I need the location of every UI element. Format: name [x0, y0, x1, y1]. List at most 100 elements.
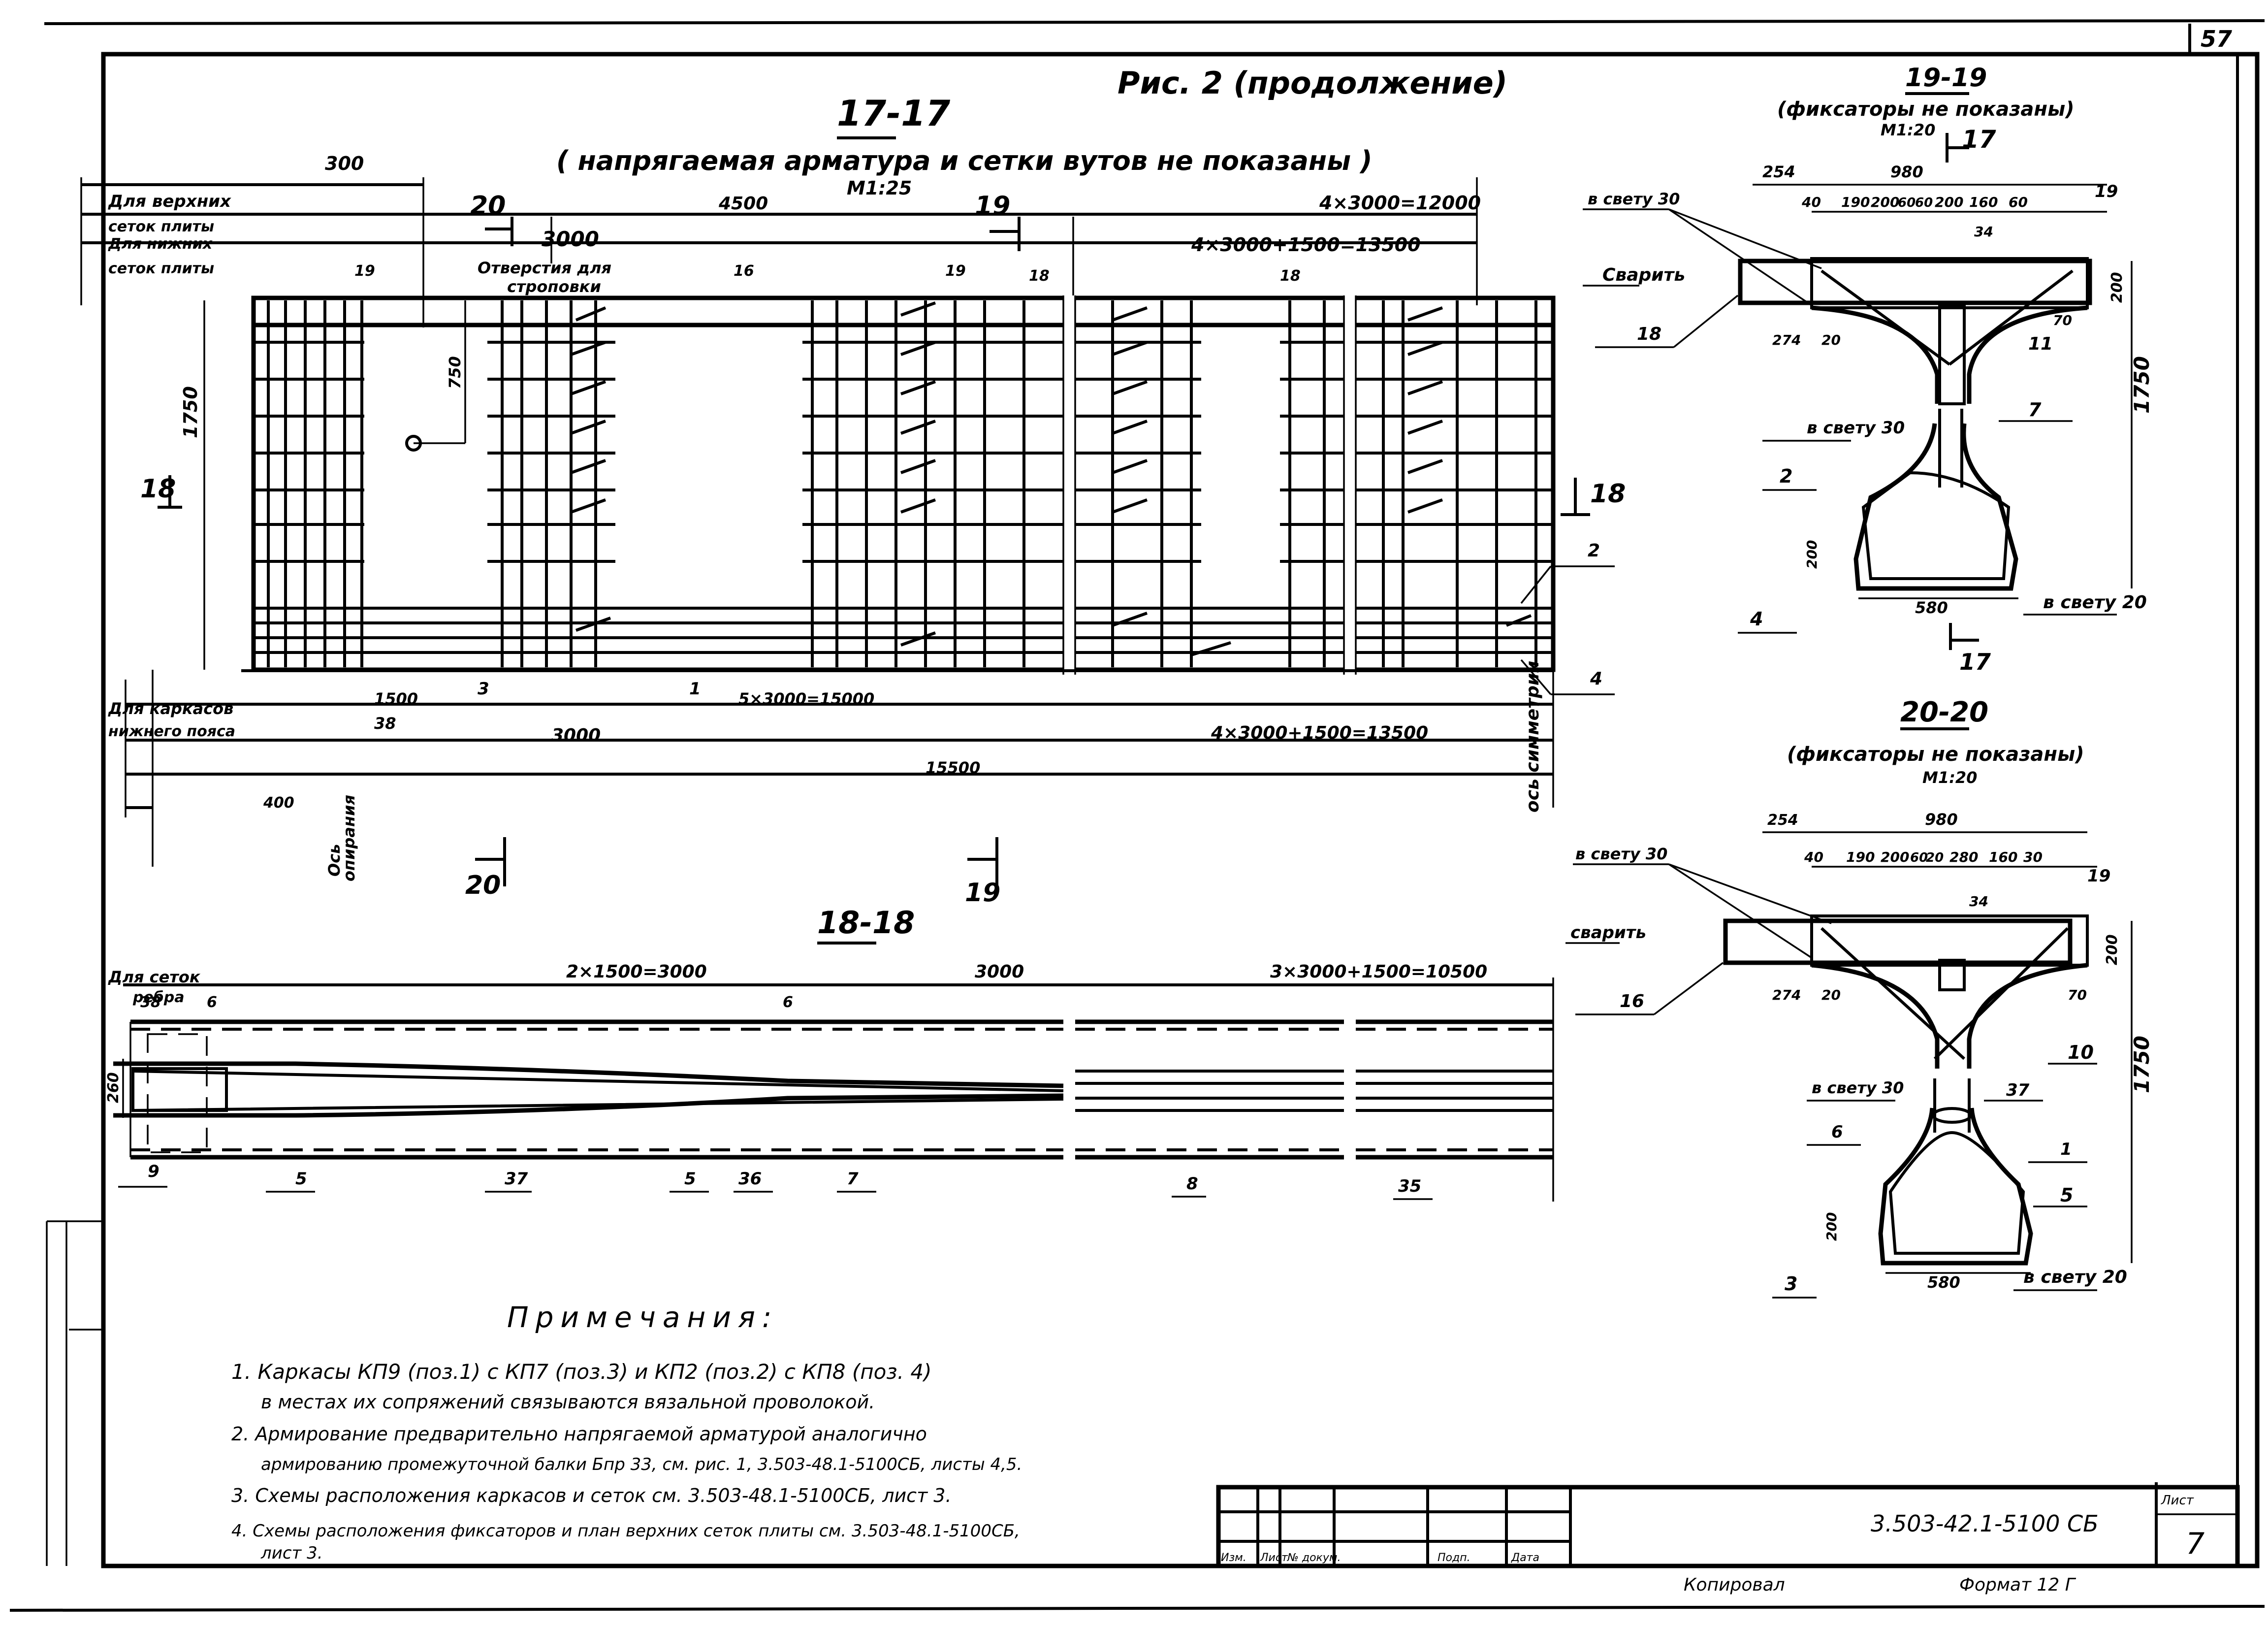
dim-1500: 1500: [374, 689, 418, 708]
dim-15500: 15500: [926, 758, 980, 777]
callout-6a: 6: [207, 994, 217, 1011]
label-rib-mesh-2: ребра: [132, 989, 185, 1006]
cut-mark-19-top: 19: [975, 191, 1010, 221]
dim-260: 260: [105, 1072, 122, 1103]
tb-header-sign: Подп.: [1437, 1552, 1470, 1564]
label20-clear30b: в свету 30: [1812, 1078, 1904, 1097]
notes-block: Примечания: 1. Каркасы КП9 (поз.1) с КП7…: [231, 1301, 1022, 1563]
dim19-200b: 200: [1935, 194, 1963, 210]
callout-18b: 18: [1280, 267, 1301, 285]
format-label: Формат 12 Г: [1959, 1575, 2076, 1595]
figure-title: Рис. 2 (продолжение): [1118, 65, 1507, 101]
section-17-subtitle: ( напрягаемая арматура и сетки вутов не …: [556, 145, 1373, 176]
callout20-5: 5: [2060, 1184, 2073, 1206]
dim19-60c: 60: [2009, 194, 2028, 210]
dim20-254: 254: [1767, 812, 1798, 829]
callout-18: 18: [1029, 267, 1050, 285]
label20-clear20: в свету 20: [2023, 1267, 2127, 1287]
section-19-scale: М1:20: [1881, 121, 1935, 139]
label19-clear30: в свету 30: [1588, 190, 1680, 208]
callout19-7: 7: [2028, 399, 2042, 421]
note-4a: 4. Схемы расположения фиксаторов и план …: [231, 1521, 1020, 1541]
section-19-title: 19-19: [1905, 63, 1987, 93]
label-lower-mesh-2: сеток плиты: [108, 260, 214, 277]
label-upper-mesh-1: Для верхних: [108, 192, 231, 211]
dim20-980: 980: [1925, 810, 1958, 829]
label-lifting-holes-2: строповки: [507, 277, 601, 296]
dim19-200-bottom: 200: [1804, 540, 1820, 569]
callout-37: 37: [505, 1169, 528, 1189]
dim20-20b: 20: [1821, 987, 1841, 1003]
callout-9: 9: [148, 1162, 160, 1181]
note-1a: 1. Каркасы КП9 (поз.1) с КП7 (поз.3) и К…: [231, 1360, 932, 1384]
note-1b: в местах их сопряжений связываются вязал…: [261, 1391, 875, 1413]
callout19-19: 19: [2095, 182, 2118, 201]
dim19-200a: 200: [1871, 194, 1899, 210]
dim-10500: 3×3000+1500=10500: [1270, 962, 1487, 982]
label19-clear20: в свету 20: [2043, 592, 2147, 613]
section-19-19: 19-19 (фиксаторы не показаны) М1:20 17 2…: [1583, 63, 2154, 675]
dim-12000: 4×3000=12000: [1319, 192, 1481, 214]
tb-header-izm: Изм.: [1221, 1552, 1246, 1564]
section-20-scale: М1:20: [1922, 768, 1977, 787]
dim20-200-bottom: 200: [1823, 1212, 1840, 1241]
label-support-axis-1: Ось: [325, 844, 344, 877]
dim20-190: 190: [1846, 849, 1875, 865]
section-17-17: 17-17 ( напрягаемая арматура и сетки вут…: [80, 93, 1626, 908]
dim20-70: 70: [2068, 987, 2087, 1003]
dim19-40: 40: [1801, 194, 1821, 210]
dim19-60b: 60: [1915, 195, 1933, 210]
section-17-scale: М1:25: [847, 177, 912, 199]
callout-36: 36: [738, 1169, 762, 1189]
label-lifting-holes-1: Отверстия для: [478, 259, 611, 277]
tb-header-docnum: № докум.: [1287, 1552, 1341, 1564]
callout19-34: 34: [1974, 224, 1993, 240]
dim20-160: 160: [1989, 849, 2017, 865]
tb-header-list: Лист: [1260, 1552, 1288, 1564]
dim-750: 750: [446, 356, 464, 389]
dim19-200-flange: 200: [2108, 272, 2126, 303]
section-18-18: 18-18 Для сеток ребра 2×1500=3000 3000 3…: [105, 905, 1554, 1202]
label-rib-mesh-1: Для сеток: [108, 968, 201, 986]
label-support-axis-2: опирания: [340, 795, 358, 881]
dim19-190: 190: [1841, 194, 1870, 210]
section-20-20: 20-20 (фиксаторы не показаны) М1:20 254 …: [1565, 696, 2154, 1299]
callout-38-18: 38: [140, 994, 161, 1011]
section-20-subtitle: (фиксаторы не показаны): [1787, 743, 2084, 766]
callout19-2: 2: [1780, 465, 1792, 487]
dim20-280: 280: [1949, 849, 1978, 865]
callout-19b: 19: [945, 262, 966, 280]
callout-5a: 5: [295, 1169, 307, 1189]
callout20-19: 19: [2087, 866, 2110, 886]
callout-16: 16: [734, 262, 754, 280]
callout-1: 1: [689, 679, 701, 699]
callout-5b: 5: [684, 1169, 696, 1189]
notes-title: Примечания:: [507, 1301, 778, 1334]
label-upper-mesh-2: сеток плиты: [108, 218, 214, 235]
dim19-160: 160: [1969, 194, 1998, 210]
dim19-60a: 60: [1898, 195, 1916, 210]
note-4b: лист 3.: [260, 1543, 323, 1563]
sheet-frame: [9, 19, 2265, 1612]
dim19-274: 274: [1772, 332, 1801, 348]
label19-clear30b: в свету 30: [1807, 418, 1905, 438]
callout19-4: 4: [1750, 608, 1763, 630]
dim-3000-bottom: 3000: [551, 725, 601, 746]
callout20-10: 10: [2068, 1042, 2094, 1063]
section-18-title: 18-18: [817, 905, 915, 941]
callout20-34: 34: [1969, 893, 1988, 910]
cut-mark-19-bottom: 19: [965, 878, 1000, 908]
dim-300: 300: [325, 153, 364, 174]
dim19-254: 254: [1762, 163, 1795, 181]
document-code: 3.503-42.1-5100 СБ: [1871, 1510, 2099, 1537]
section-19-cut-17: 17: [1962, 125, 1996, 154]
dim20-20: 20: [1926, 850, 1944, 865]
copied-by-label: Копировал: [1684, 1575, 1785, 1595]
dim20-580: 580: [1927, 1273, 1960, 1292]
note-2b: армированию промежуточной балки Бпр 33, …: [261, 1455, 1022, 1474]
page-number: 57: [2201, 26, 2232, 52]
dim20-274: 274: [1772, 987, 1801, 1003]
dim-3000-18: 3000: [975, 962, 1024, 982]
section-20-title: 20-20: [1900, 696, 1988, 728]
